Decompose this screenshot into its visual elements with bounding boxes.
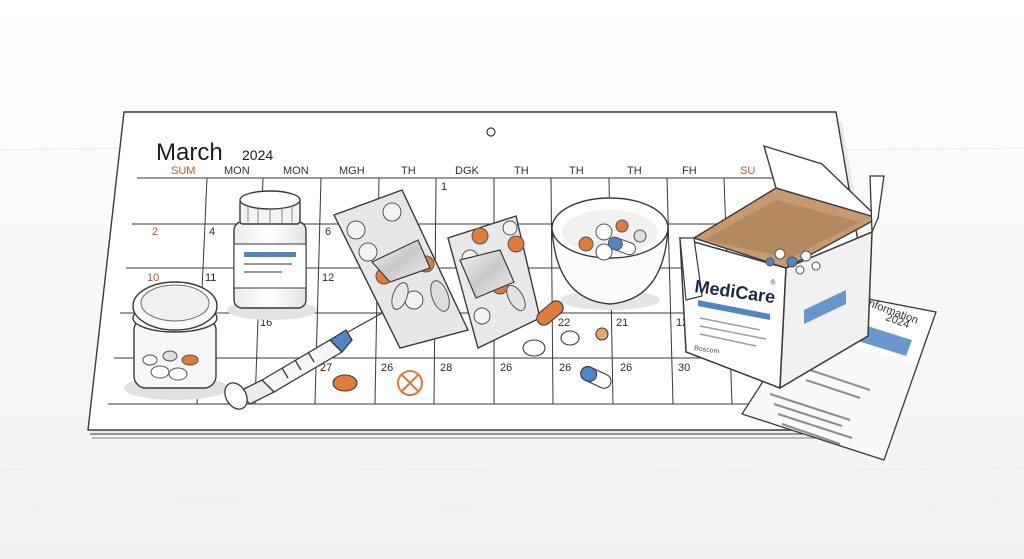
day-number: 26 — [381, 362, 393, 374]
medicine-box: MediCare ® Boscom — [679, 144, 885, 390]
day-number: 27 — [320, 362, 332, 374]
day-number: 26 — [559, 362, 571, 374]
day-number: 4 — [209, 226, 215, 238]
month-title: March — [156, 139, 223, 166]
day-number: 11 — [205, 272, 216, 284]
blister-pack — [333, 189, 469, 349]
weekday-header: SUM MON MON MGH TH DGK TH TH TH FH SU — [171, 165, 755, 177]
weekday-label: TH — [627, 165, 642, 177]
day-numbers: 1 2 4 6 10 11 12 16 11 22 21 12 2 4 27 2… — [140, 181, 690, 374]
day-number: 26 — [620, 362, 632, 374]
day-number: 6 — [325, 226, 331, 238]
weekday-label: DGK — [455, 165, 480, 177]
weekday-label: MON — [224, 165, 250, 177]
box-footer: Boscom — [694, 345, 720, 355]
weekday-label: TH — [514, 165, 529, 177]
weekday-label: TH — [401, 165, 416, 177]
day-number: 1 — [441, 181, 447, 193]
day-number: 26 — [500, 362, 512, 374]
weekday-label: MON — [283, 165, 309, 177]
box-registered-mark: ® — [770, 278, 777, 287]
day-number: 22 — [558, 317, 570, 329]
pill-bottle — [227, 190, 317, 320]
weekday-label: FH — [682, 165, 697, 177]
weekday-label: MGH — [339, 165, 365, 177]
pill-bowl — [551, 197, 669, 310]
day-number: 10 — [147, 272, 159, 284]
weekday-label: SU — [740, 165, 755, 177]
syringe — [224, 311, 385, 410]
pill-jar — [124, 281, 228, 400]
day-number: 21 — [616, 317, 628, 329]
blister-pack — [447, 215, 541, 349]
day-number: 30 — [678, 362, 690, 374]
hanging-hole — [486, 127, 496, 137]
day-number: 12 — [322, 272, 334, 284]
day-number: 16 — [260, 317, 272, 329]
day-number: 28 — [440, 362, 452, 374]
year-title: 2024 — [242, 147, 273, 163]
weekday-label: SUM — [171, 165, 195, 177]
day-number: 2 — [152, 226, 158, 238]
crossed-out-day-mark — [397, 370, 423, 396]
loose-pills — [332, 300, 612, 392]
weekday-label: TH — [569, 165, 584, 177]
